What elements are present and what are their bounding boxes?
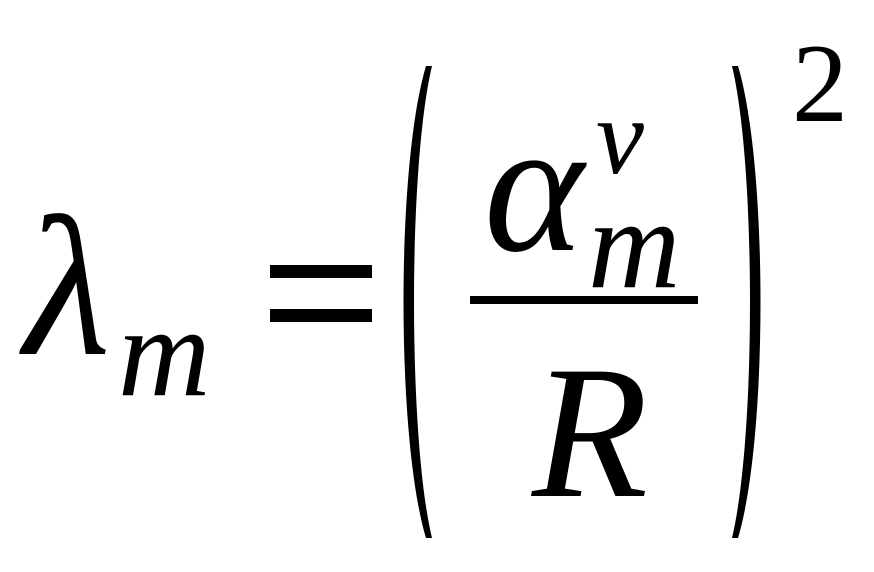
lambda-symbol: λ [24,177,111,398]
equals-bar-top [270,265,372,278]
denominator-r: R [532,328,649,538]
right-parenthesis-stroke [732,66,761,538]
alpha-superscript-nu: ν [596,78,644,197]
lambda-subscript-m: m [118,281,211,423]
alpha-symbol: α [484,82,584,292]
left-parenthesis [403,66,432,538]
alpha-subscript-m: m [588,173,681,315]
right-parenthesis [732,66,761,538]
left-parenthesis-stroke [403,66,432,538]
equals-bar-bottom [270,309,372,322]
exponent-two: 2 [792,22,848,146]
fraction-bar [470,296,698,304]
